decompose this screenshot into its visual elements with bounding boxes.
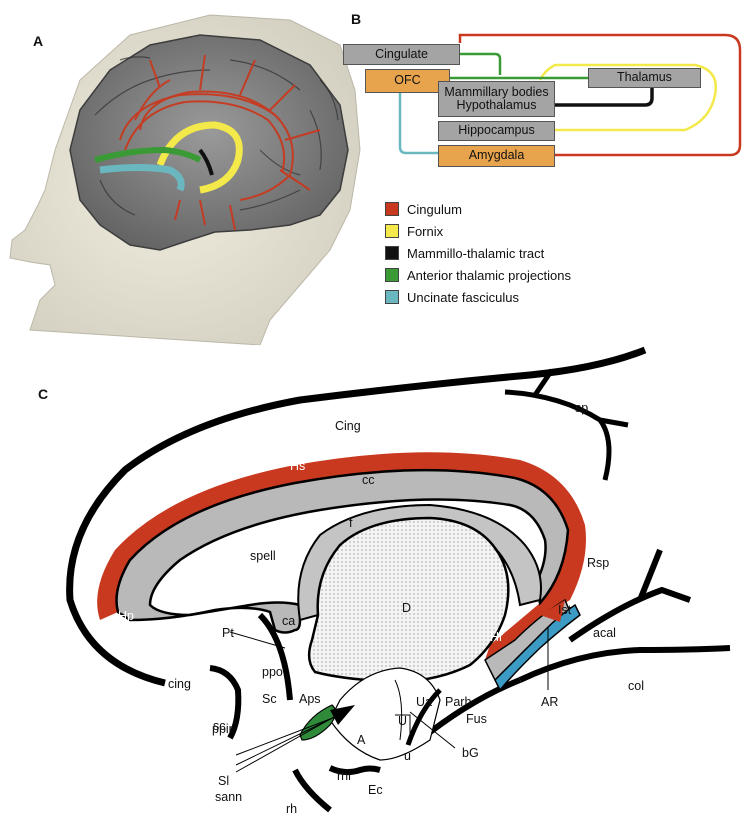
label-rsp: Rsp [587,556,609,570]
label-spell: spell [250,549,276,563]
box-amygdala: Amygdala [438,145,555,167]
box-cingulate: Cingulate [343,44,460,65]
legend-item-mammillo-thalamic: Mammillo-thalamic tract [385,244,544,262]
label-u-upper: U [398,714,407,728]
label-sl: Sl [218,774,229,788]
label-pt: Pt [222,626,234,640]
label-ppo: ppo [262,665,283,679]
label-aps: Aps [299,692,321,706]
legend-item-anterior-thalamic: Anterior thalamic projections [385,266,571,284]
label-ar: AR [541,695,558,709]
brain-render-illustration [9,14,361,345]
legend-label: Mammillo-thalamic tract [407,245,545,261]
box-hypothalamus-label: Hypothalamus [456,98,537,112]
uncinate-band [494,603,581,692]
label-ppir: ppir [212,722,233,736]
label-sann: sann [215,790,242,804]
label-u-lower: u [404,749,411,763]
label-hs: Hs [290,459,305,473]
subparietal-sulcus [504,368,629,481]
medial-brain-schematic: Cing sp Hs cc f spell D Rsp Ist acal Hp … [66,346,731,816]
label-sp: sp [575,401,588,415]
thalamus-d [307,516,510,684]
label-hr: Hr [490,630,503,644]
legend-label: Cingulum [407,201,462,217]
cingulate-sulcus-line [66,346,647,687]
label-hp: Hp [118,609,134,623]
label-sc-upper: Sc [262,692,277,706]
connection-lines [398,33,742,157]
label-ist: Ist [558,603,572,617]
label-parh: Parh [445,695,471,709]
legend-item-fornix: Fornix [385,222,443,240]
label-cing-top: Cing [335,419,361,433]
box-thalamus: Thalamus [588,68,701,88]
legend-swatch [385,202,399,216]
box-hippocampus: Hippocampus [438,121,555,141]
box-ofc: OFC [365,69,450,93]
brain-medial-surface [69,34,349,251]
label-f: f [349,516,353,530]
label-ua: Ua [416,695,432,709]
label-bg: bG [462,746,479,760]
label-acal: acal [593,626,616,640]
corpus-callosum [115,468,570,634]
panel-label-c: C [38,386,49,402]
legend-swatch [385,268,399,282]
legend-item-cingulum: Cingulum [385,200,462,218]
legend-swatch [385,290,399,304]
label-col: col [628,679,644,693]
label-rhi: rhi [337,769,351,783]
legend-item-uncinate: Uncinate fasciculus [385,288,519,306]
label-cing: cing [168,677,191,691]
connectivity-diagram: Cingulate OFC Thalamus Mammillary bodies… [340,25,747,200]
label-ec: Ec [368,783,383,797]
legend-label: Anterior thalamic projections [407,267,572,283]
legend-label: Fornix [407,223,444,239]
legend-label: Uncinate fasciculus [407,289,519,305]
box-mammillary-hypothalamus: Mammillary bodies Hypothalamus [438,81,555,117]
box-mammillary-label: Mammillary bodies [444,84,549,99]
label-sc-lower: sc [213,719,226,733]
legend-swatch [385,224,399,238]
label-a: A [357,733,366,747]
label-rh: rh [286,802,297,816]
label-fus: Fus [466,712,487,726]
panel-label-b: B [351,11,362,27]
cingulum-band [97,452,587,660]
label-d: D [402,601,411,615]
legend-swatch [385,246,399,260]
panel-label-a: A [33,33,44,49]
label-cc: cc [362,473,375,487]
label-ca: ca [282,614,295,628]
